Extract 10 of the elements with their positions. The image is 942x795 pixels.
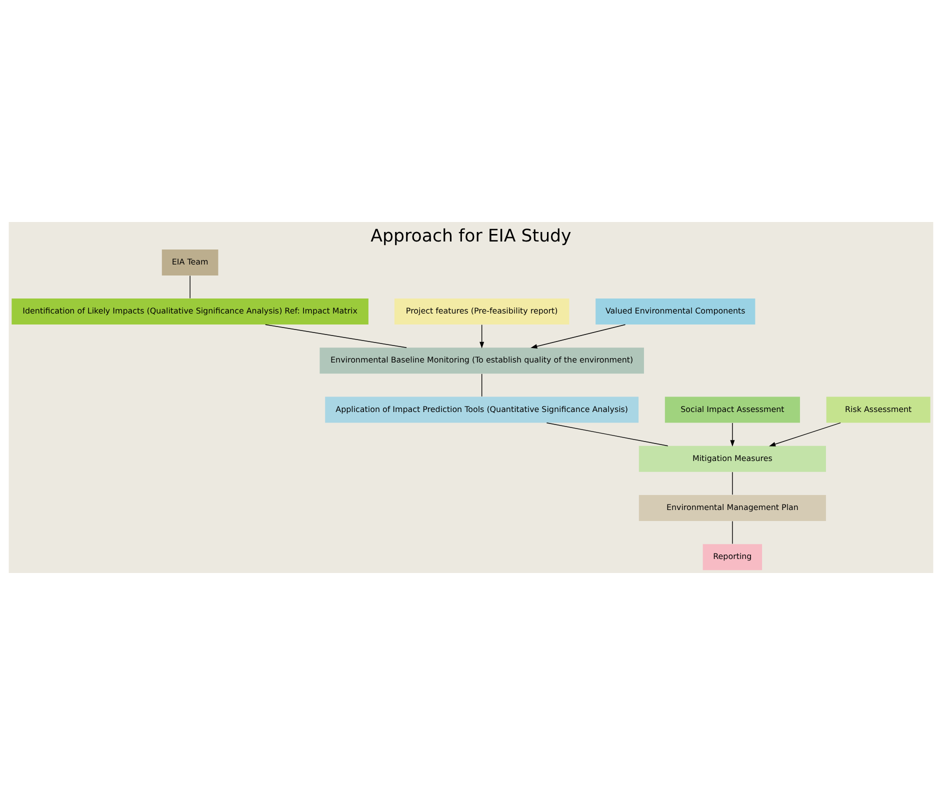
arrow [480, 324, 484, 348]
connector [265, 324, 407, 348]
connector [481, 374, 482, 397]
connector [546, 422, 668, 446]
connector [732, 472, 733, 496]
arrow [769, 422, 841, 446]
arrow [730, 422, 735, 447]
arrow [530, 324, 626, 349]
connector [732, 520, 733, 544]
diagram-title: Approach for EIA Study [370, 226, 572, 247]
